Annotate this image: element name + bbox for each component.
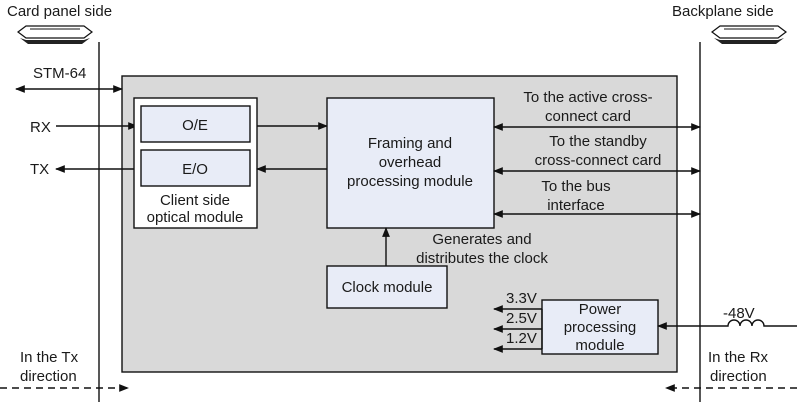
framing-label-1: Framing and (368, 135, 452, 152)
backplane-side-icon (711, 25, 787, 44)
tx-label: TX (30, 161, 49, 178)
card-panel-side-label: Card panel side (7, 3, 112, 20)
eo-box (140, 149, 251, 187)
power-label-1: Power (579, 301, 622, 318)
clock-module-box (326, 265, 448, 309)
framing-label-2: overhead (379, 154, 442, 171)
bus-interface-label-2: interface (547, 197, 605, 214)
card-panel-side-icon (17, 25, 93, 44)
eo-label: E/O (182, 161, 208, 178)
rx-label: RX (30, 119, 51, 136)
client-module-label-1: Client side (160, 192, 230, 209)
tx-direction-label-2: direction (20, 368, 77, 385)
clock-generate-label-1: Generates and (432, 231, 531, 248)
active-card-label-2: connect card (545, 108, 631, 125)
voltage-1v2-label: 1.2V (506, 330, 537, 347)
oe-box (140, 105, 251, 143)
rx-direction-label-2: direction (710, 368, 767, 385)
oe-label: O/E (182, 117, 208, 134)
voltage-2v5-label: 2.5V (506, 310, 537, 327)
power-processing-module (541, 299, 659, 355)
standby-card-label-2: cross-connect card (535, 152, 662, 169)
framing-label-3: processing module (347, 173, 473, 190)
voltage-3v3-label: 3.3V (506, 290, 537, 307)
framing-overhead-module (326, 97, 495, 229)
bus-interface-label-1: To the bus (541, 178, 610, 195)
clock-module-label: Clock module (342, 279, 433, 296)
backplane-side-label: Backplane side (672, 3, 774, 20)
tx-direction-label-1: In the Tx (20, 349, 79, 366)
neg48v-label: -48V (723, 305, 755, 322)
clock-generate-label-2: distributes the clock (416, 250, 548, 267)
standby-card-label-1: To the standby (549, 133, 647, 150)
power-label-2: processing (564, 319, 637, 336)
client-module-label-2: optical module (147, 209, 244, 226)
power-label-3: module (575, 337, 624, 354)
inductor-icon (710, 319, 797, 327)
active-card-label-1: To the active cross- (523, 89, 652, 106)
stm64-label: STM-64 (33, 65, 86, 82)
rx-direction-label-1: In the Rx (708, 349, 769, 366)
